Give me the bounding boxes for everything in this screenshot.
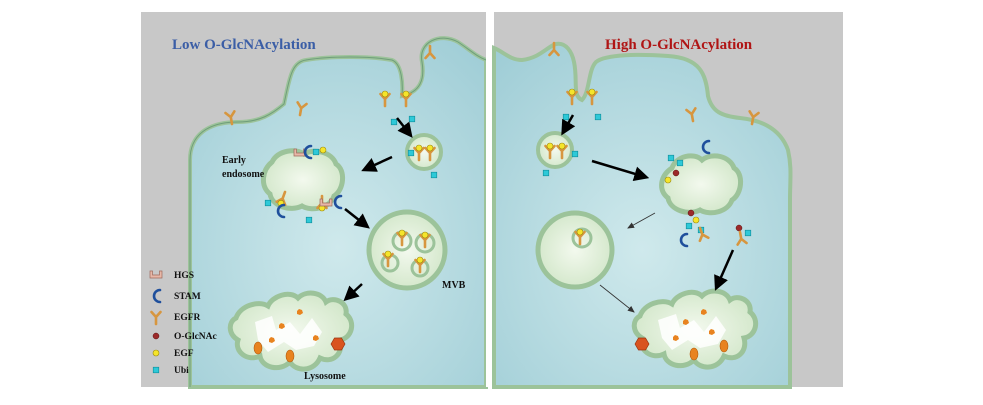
legend-label-stam: STAM <box>174 292 201 302</box>
arrow <box>343 283 363 302</box>
ubi-tag <box>594 113 602 121</box>
degraded-cargo <box>634 337 650 351</box>
o-glcnac-mark <box>687 209 695 217</box>
degraded-cargo <box>689 347 699 361</box>
ubi-tag <box>430 171 438 179</box>
arrow <box>344 208 370 229</box>
egf-icon <box>152 349 160 357</box>
legend-label-egf: EGF <box>174 349 194 359</box>
o-glcnac-icon <box>152 332 160 340</box>
arrow <box>361 155 393 172</box>
arrow <box>591 159 650 182</box>
degraded-cargo <box>719 339 729 353</box>
arrow-weak <box>627 212 656 229</box>
left-panel: Early endosome MVB Lysosome Low O-GlcNAc… <box>141 12 488 389</box>
ubi-tag <box>542 169 550 177</box>
label-mvb: MVB <box>442 280 466 291</box>
o-glcnac-mark <box>672 169 680 177</box>
legend-label-o-glcnac: O-GlcNAc <box>174 332 217 342</box>
egf-ligand <box>319 146 327 154</box>
legend-label-egfr: EGFR <box>174 313 201 323</box>
ubi-tag <box>667 154 675 162</box>
o-glcnac-mark <box>735 224 743 232</box>
arrow <box>396 117 413 138</box>
panel-title-high: High O-GlcNAcylation <box>605 37 753 53</box>
egf-ligand <box>664 176 672 184</box>
label-early-endosome-line2: endosome <box>222 169 265 180</box>
legend-label-hgs: HGS <box>174 271 194 281</box>
early-endosome <box>659 153 743 216</box>
label-early-endosome-line1: Early <box>222 155 246 166</box>
ubi-tag <box>744 229 752 237</box>
endocytic-vesicle <box>536 131 574 169</box>
degraded-cargo <box>330 337 346 351</box>
lysosome-lumen <box>255 316 322 352</box>
ubi-icon <box>152 366 160 374</box>
ubi-tag <box>676 159 684 167</box>
label-lysosome: Lysosome <box>304 371 346 382</box>
egf-ligand <box>692 216 700 224</box>
endocytic-vesicle <box>405 133 443 171</box>
mvb <box>535 210 615 290</box>
arrow <box>561 114 576 136</box>
right-panel: High O-GlcNAcylation <box>492 12 843 389</box>
arrow <box>714 249 735 291</box>
ubi-tag <box>685 222 693 230</box>
ubi-tag <box>571 150 579 158</box>
degraded-cargo <box>253 341 263 355</box>
ubi-tag <box>562 113 570 121</box>
panel-divider <box>486 12 494 387</box>
intraluminal-vesicle <box>571 227 593 249</box>
legend: HGS STAM EGFR O-GlcNAc EGF Ubi <box>149 270 217 376</box>
arrow-weak <box>599 284 635 313</box>
panel-title-low: Low O-GlcNAcylation <box>172 37 316 53</box>
degraded-cargo <box>285 349 295 363</box>
ubi-tag <box>408 115 416 123</box>
ubi-tag <box>264 199 272 207</box>
legend-label-ubi: Ubi <box>174 366 189 376</box>
ubi-tag <box>312 148 320 156</box>
ubi-tag <box>390 118 398 126</box>
ubi-tag <box>407 149 415 157</box>
lysosome-lumen <box>658 314 726 350</box>
ubi-tag <box>305 216 313 224</box>
